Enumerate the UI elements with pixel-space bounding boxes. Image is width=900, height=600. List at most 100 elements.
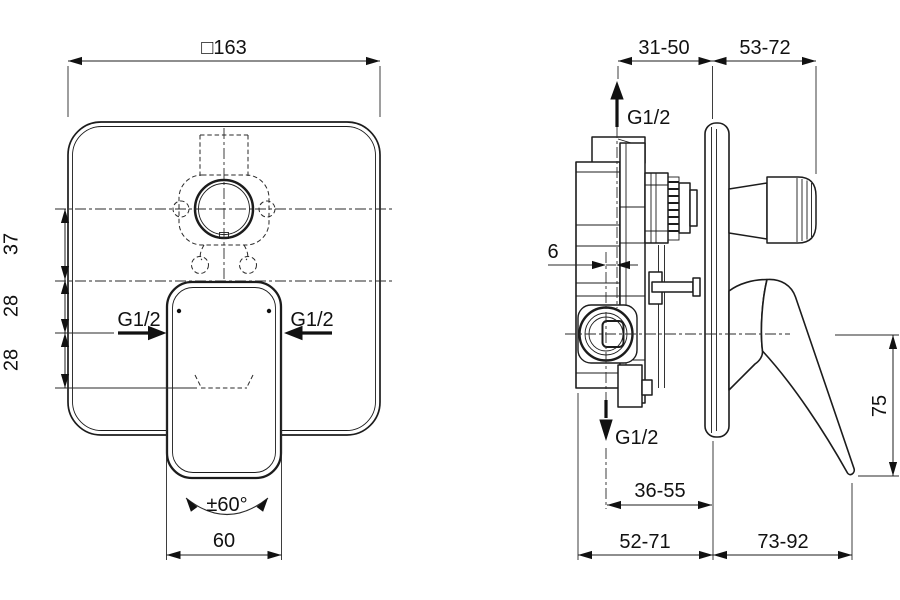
connection-top: G1/2 — [610, 81, 670, 129]
knob-grip-ribs — [796, 178, 812, 242]
arrowhead — [838, 550, 852, 560]
arrowhead — [616, 260, 630, 270]
connection-bottom: G1/2 — [599, 400, 658, 449]
cartridge-detail-lines — [645, 173, 668, 243]
arrowhead — [607, 500, 621, 510]
side-center-lines — [565, 127, 790, 509]
hidden-grip-recess — [194, 374, 254, 389]
mounting-bracket — [619, 142, 646, 404]
lever-swing-annotation: ±60° — [185, 494, 269, 516]
arrowhead — [60, 280, 70, 294]
arrowhead — [713, 550, 727, 560]
handle-pin-dot — [176, 308, 182, 314]
extension-line — [577, 393, 853, 560]
knob-neck — [728, 182, 768, 240]
arrowhead — [578, 550, 592, 560]
label-outlet-top: G1/2 — [627, 107, 670, 129]
arrowhead — [618, 56, 632, 66]
dim-37: 37 — [1, 233, 23, 255]
inlet-left: G1/2 — [117, 309, 167, 341]
dimension-plate-width: □163 — [67, 37, 381, 117]
arrowhead — [802, 56, 816, 66]
knob-cap — [766, 176, 817, 244]
arrowhead — [60, 333, 70, 347]
diverter-rod-head — [692, 277, 701, 297]
dim-53-72: 53-72 — [739, 37, 790, 59]
bracket-foot — [617, 364, 643, 408]
dim-angle: ±60° — [206, 494, 247, 516]
swing-arc — [185, 497, 269, 516]
arrowhead — [256, 498, 268, 512]
label-inlet-right: G1/2 — [290, 309, 333, 331]
arrowhead — [888, 335, 898, 349]
valve-body-side — [575, 136, 701, 408]
dimension-inlet-spacing: 60 — [166, 340, 282, 560]
dimension-bottom-depths: 52-71 73-92 — [577, 393, 853, 560]
handle-pin-dot — [266, 308, 272, 314]
dim-6: 6 — [547, 241, 558, 263]
body-detail-lines — [576, 171, 620, 374]
arrowhead — [186, 498, 198, 512]
hidden-screw-hole — [239, 256, 257, 274]
arrowhead — [698, 500, 712, 510]
label-outlet-bottom: G1/2 — [615, 427, 658, 449]
dim-60: 60 — [213, 530, 235, 552]
diverter-rod — [651, 281, 694, 293]
dimension-axis-offset: 6 — [547, 241, 638, 270]
arrowhead — [267, 550, 282, 560]
arrowhead — [60, 266, 70, 280]
dimension-lever-height: 75 — [835, 334, 899, 477]
lever-handle-front — [165, 280, 283, 480]
dim-36-55: 36-55 — [634, 480, 685, 502]
hidden-screw-hole — [191, 256, 209, 274]
side-view: 31-50 53-72 G1/2 G1/2 6 36-55 — [547, 37, 899, 560]
extension-line — [835, 334, 899, 477]
extension-line — [166, 340, 282, 560]
dim-52-71: 52-71 — [619, 531, 670, 553]
arrowhead — [166, 550, 181, 560]
arrowhead — [60, 209, 70, 223]
flow-arrowhead-up — [610, 81, 624, 100]
dim-31-50: 31-50 — [638, 37, 689, 59]
cartridge-stack — [644, 172, 669, 244]
dim-73-92: 73-92 — [757, 531, 808, 553]
arrowhead — [888, 462, 898, 476]
thread-ribs — [668, 181, 679, 232]
arrowhead — [366, 56, 380, 66]
dimension-outlet-depth: 36-55 — [607, 480, 712, 510]
arrowhead — [699, 550, 713, 560]
dimension-vertical-chain: 37 28 28 — [1, 209, 197, 389]
cartridge-stem — [689, 189, 698, 227]
dim-28-lower: 28 — [1, 349, 23, 371]
front-center-lines — [55, 128, 392, 473]
arrowhead — [698, 56, 713, 66]
wall-flange-face-lines — [711, 127, 717, 433]
lever-blade — [760, 278, 856, 476]
dimension-top-depths: 31-50 53-72 — [617, 37, 817, 174]
flow-arrowhead-left — [284, 325, 303, 341]
arrowhead — [60, 374, 70, 388]
arrowhead — [68, 56, 82, 66]
outlet-square-broach — [601, 320, 625, 348]
arrowhead — [60, 319, 70, 333]
diverter-knob — [728, 176, 817, 244]
bracket-detail-lines — [620, 143, 645, 403]
arrowhead — [712, 56, 727, 66]
sleeve-lines — [658, 245, 665, 388]
dim-75: 75 — [869, 395, 891, 417]
cartridge-cap — [678, 182, 691, 234]
wall-flange-side — [704, 122, 730, 438]
label-inlet-left: G1/2 — [117, 309, 160, 331]
extension-line — [67, 66, 381, 117]
extension-line — [617, 66, 817, 174]
arrowhead — [592, 260, 606, 270]
lever-handle-side — [728, 278, 856, 476]
flow-arrowhead-right — [148, 325, 167, 341]
inlet-right: G1/2 — [284, 309, 334, 341]
bracket-foot-tab — [641, 379, 653, 396]
lever-handle-inner-edge — [172, 287, 276, 473]
flow-arrowhead-down — [599, 419, 613, 441]
dim-plate-size: □163 — [201, 37, 246, 59]
dim-28-upper: 28 — [1, 295, 23, 317]
